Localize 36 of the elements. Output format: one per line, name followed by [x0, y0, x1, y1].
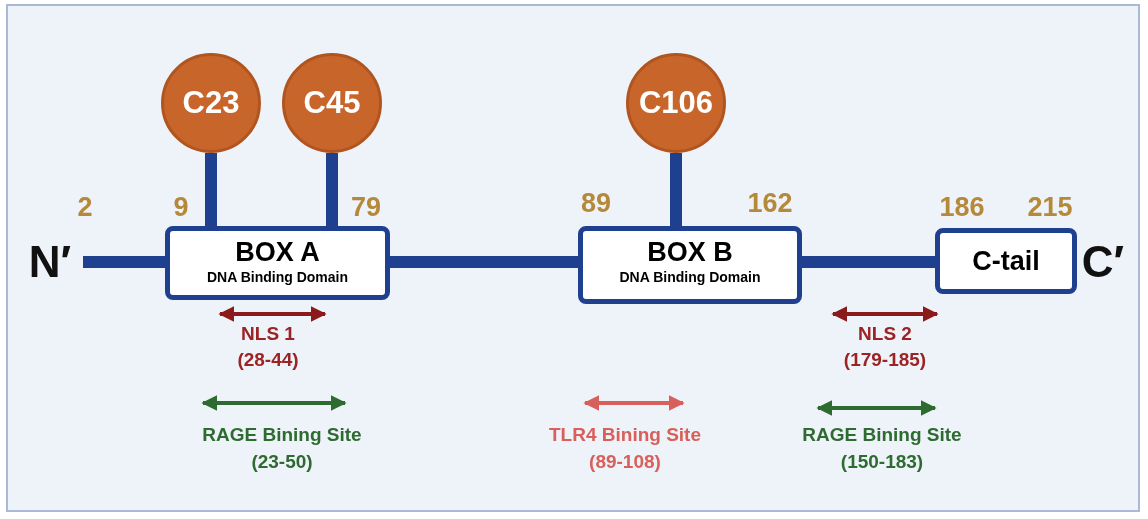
- position-number: 89: [581, 187, 611, 219]
- residue-name: C106: [637, 85, 715, 121]
- domain-subtitle: DNA Binding Domain: [618, 269, 762, 285]
- domain-title: C-tail: [971, 245, 1041, 277]
- residue-range: (150-183): [840, 451, 924, 473]
- domain-title: BOX B: [646, 237, 734, 268]
- site-name: RAGE Bining Site: [202, 424, 362, 446]
- position-number: 215: [1027, 191, 1073, 223]
- position-number: 186: [939, 191, 985, 223]
- position-number: 162: [747, 187, 793, 219]
- site-name: RAGE Bining Site: [802, 424, 962, 446]
- connector-line: [205, 153, 217, 226]
- position-number: 79: [351, 191, 381, 223]
- residue-range: (179-185): [843, 349, 927, 371]
- domain-box: [578, 226, 802, 304]
- residue-name: C45: [302, 85, 362, 121]
- connector-line: [802, 256, 935, 268]
- residue-range: (28-44): [237, 349, 299, 371]
- residue-range: (23-50): [251, 451, 313, 473]
- domain-box: [165, 226, 390, 300]
- connector-line: [390, 256, 578, 268]
- connector-line: [83, 256, 165, 268]
- domain-title: BOX A: [234, 237, 321, 268]
- connector-line: [670, 153, 682, 226]
- site-name: NLS 2: [858, 323, 912, 345]
- terminus-label: N′: [28, 237, 72, 287]
- terminus-label: C′: [1081, 237, 1125, 287]
- residue-range: (89-108): [589, 451, 661, 473]
- site-name: NLS 1: [241, 323, 295, 345]
- connector-line: [326, 153, 338, 226]
- residue-name: C23: [181, 85, 241, 121]
- position-number: 9: [173, 191, 189, 223]
- site-name: TLR4 Bining Site: [549, 424, 701, 446]
- domain-subtitle: DNA Binding Domain: [206, 269, 349, 285]
- position-number: 2: [77, 191, 93, 223]
- domain-box: [935, 228, 1077, 294]
